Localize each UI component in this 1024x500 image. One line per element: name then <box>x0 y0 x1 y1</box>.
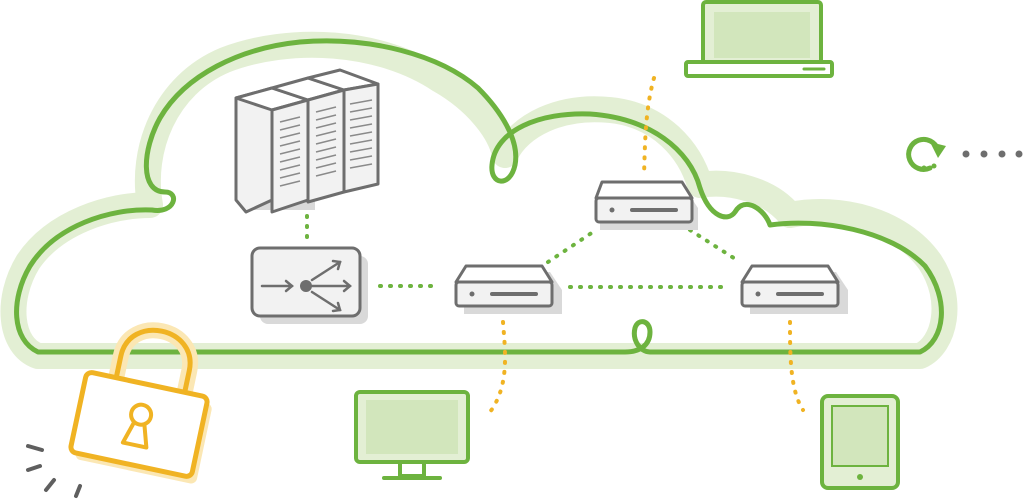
cloud-icon <box>0 31 958 369</box>
switch-left <box>454 264 562 314</box>
network-switch-icon <box>594 180 698 230</box>
refresh-trail-dots <box>962 150 1023 158</box>
switch-top <box>594 180 698 230</box>
link-tablet <box>788 320 805 412</box>
laptop-icon <box>684 0 834 78</box>
link-switch-left-top <box>546 228 598 264</box>
external-links <box>488 76 805 414</box>
server-rack-icon <box>234 68 380 214</box>
switch-right <box>740 264 848 314</box>
link-monitor <box>488 320 508 414</box>
cloud-outline <box>14 38 944 355</box>
router-icon <box>250 246 368 324</box>
link-laptop <box>642 76 656 178</box>
network-switch-icon <box>740 264 848 314</box>
link-switch-top-right <box>688 228 742 264</box>
monitor-icon <box>354 390 470 480</box>
refresh-icon <box>906 136 946 172</box>
tablet-icon <box>820 394 900 490</box>
padlock-icon <box>68 322 212 484</box>
internal-links <box>305 214 742 289</box>
spark-lines <box>26 444 82 498</box>
network-switch-icon <box>454 264 562 314</box>
